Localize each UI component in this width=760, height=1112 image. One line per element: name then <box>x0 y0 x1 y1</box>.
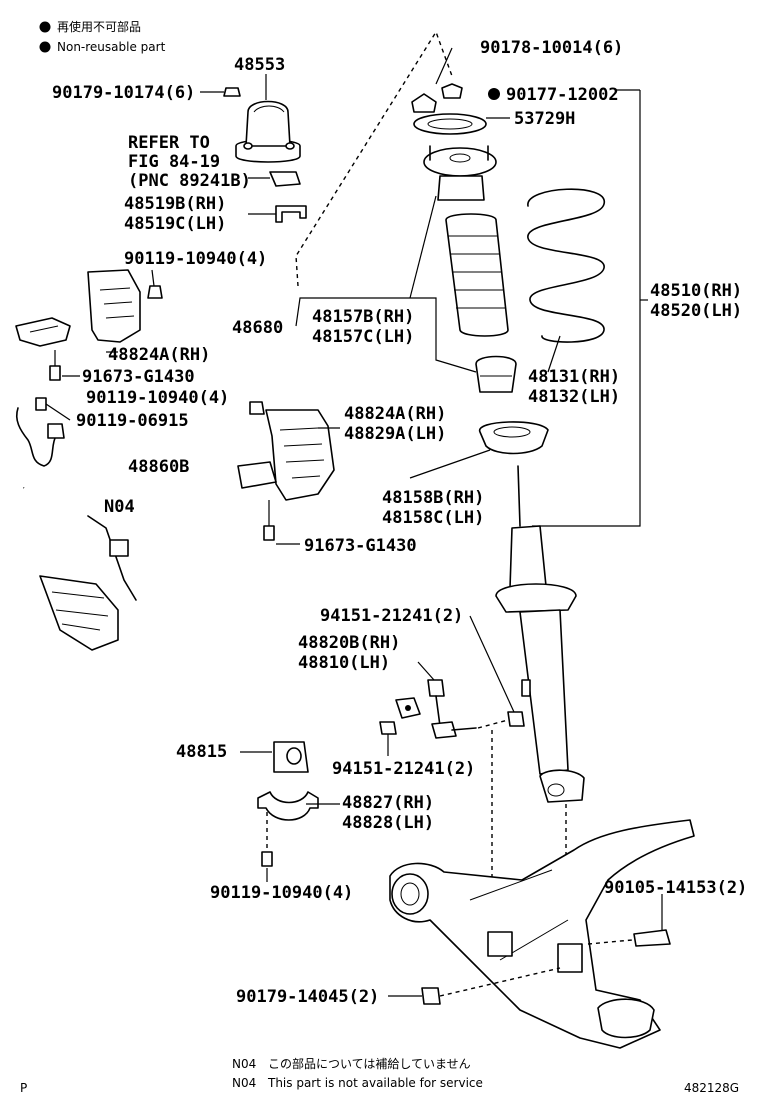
bump-stop-48680 <box>475 355 517 393</box>
label-refer-fig: FIG 84-19 <box>128 152 220 172</box>
label-48519b: 48519B(RH) <box>124 194 226 214</box>
label-48860b: 48860B <box>128 457 189 477</box>
dust-boot-48157 <box>445 213 509 337</box>
stabilizer-link-48820b <box>427 679 477 739</box>
bolt-90119-a-icon <box>147 285 163 299</box>
bolt-90105-icon <box>633 929 671 947</box>
label-90119-06915: 90119-06915 <box>76 411 189 431</box>
nut-90179-14045-icon <box>421 987 441 1005</box>
label-48158b: 48158B(RH) <box>382 488 484 508</box>
footer-note-code-2: N04 <box>232 1076 256 1090</box>
nut-94151-b-icon <box>379 721 397 735</box>
label-48519c: 48519C(LH) <box>124 214 226 234</box>
lower-control-arm <box>389 819 695 1049</box>
label-90119-10940-c: 90119-10940(4) <box>210 883 353 903</box>
nut-90178-icon <box>411 93 437 113</box>
label-90179-14045: 90179-14045(2) <box>236 987 379 1007</box>
bolt-90119-b-icon <box>249 401 265 415</box>
label-48157b: 48157B(RH) <box>312 307 414 327</box>
label-90119-10940-a: 90119-10940(4) <box>124 249 267 269</box>
label-94151-a: 94151-21241(2) <box>320 606 463 626</box>
label-refer-to: REFER TO <box>128 133 210 153</box>
strut-mount <box>423 145 497 201</box>
label-48824a-b: 48824A(RH) <box>344 404 446 424</box>
label-refer-pnc: (PNC 89241B) <box>128 171 251 191</box>
nut-90179-10174-icon <box>200 87 241 97</box>
bump-stopper-48553 <box>235 100 301 163</box>
non-reusable-marker-icon <box>39 21 51 33</box>
label-48828: 48828(LH) <box>342 813 434 833</box>
label-48810: 48810(LH) <box>298 653 390 673</box>
label-48820b: 48820B(RH) <box>298 633 400 653</box>
non-reusable-marker-icon <box>488 88 500 100</box>
bolt-90119-c-icon <box>261 851 273 867</box>
clip-refer-icon <box>269 171 301 187</box>
label-48824a-rh: 48824A(RH) <box>108 345 210 365</box>
label-48815: 48815 <box>176 742 227 762</box>
label-90179-10174: 90179-10174(6) <box>52 83 195 103</box>
bracket-48824a-upper <box>15 269 141 347</box>
label-48510: 48510(RH) <box>650 281 742 301</box>
label-n04: N04 <box>104 497 135 517</box>
label-90119-10940-b: 90119-10940(4) <box>86 388 229 408</box>
bracket-48824a-48829a <box>237 409 335 501</box>
stabilizer-bar-48860b <box>22 486 421 719</box>
label-48520: 48520(LH) <box>650 301 742 321</box>
footer-note-jp: この部品については補給していません <box>268 1056 471 1071</box>
bolt-91673-a-icon <box>49 365 61 381</box>
label-91673-a: 91673-G1430 <box>82 367 195 387</box>
footer-note-code-1: N04 <box>232 1057 256 1071</box>
label-90105: 90105-14153(2) <box>604 878 747 898</box>
bushing-48815 <box>273 741 309 773</box>
label-90177: 90177-12002 <box>506 85 619 105</box>
label-91673-b: 91673-G1430 <box>304 536 417 556</box>
coil-spring-48131 <box>527 188 605 343</box>
legend-en: Non-reusable part <box>57 40 166 54</box>
label-48158c: 48158C(LH) <box>382 508 484 528</box>
gasket-53729h <box>413 113 487 135</box>
label-94151-b: 94151-21241(2) <box>332 759 475 779</box>
footer-figure-id: 482128G <box>684 1081 739 1095</box>
spring-seat-48158 <box>479 421 549 455</box>
label-48829a: 48829A(LH) <box>344 424 446 444</box>
sensor-n04-icon <box>109 539 129 557</box>
nut-90177-icon <box>441 83 463 99</box>
height-sensor-wire <box>15 397 71 467</box>
label-48680: 48680 <box>232 318 283 338</box>
label-90178: 90178-10014(6) <box>480 38 623 58</box>
legend-jp: 再使用不可部品 <box>57 19 141 34</box>
label-48131: 48131(RH) <box>528 367 620 387</box>
footer-page-letter: P <box>20 1081 27 1095</box>
label-53729h: 53729H <box>514 109 575 129</box>
label-48827: 48827(RH) <box>342 793 434 813</box>
bracket-48519-icon <box>275 205 307 223</box>
clamp-48827-48828 <box>257 791 319 821</box>
non-reusable-marker-icon <box>39 41 51 53</box>
nut-94151-a-icon <box>507 711 525 727</box>
label-48157c: 48157C(LH) <box>312 327 414 347</box>
bolt-91673-b-icon <box>263 525 275 541</box>
shock-absorber-strut <box>495 465 585 803</box>
footer-note-en: This part is not available for service <box>267 1076 483 1090</box>
label-48132: 48132(LH) <box>528 387 620 407</box>
label-48553: 48553 <box>234 55 285 75</box>
